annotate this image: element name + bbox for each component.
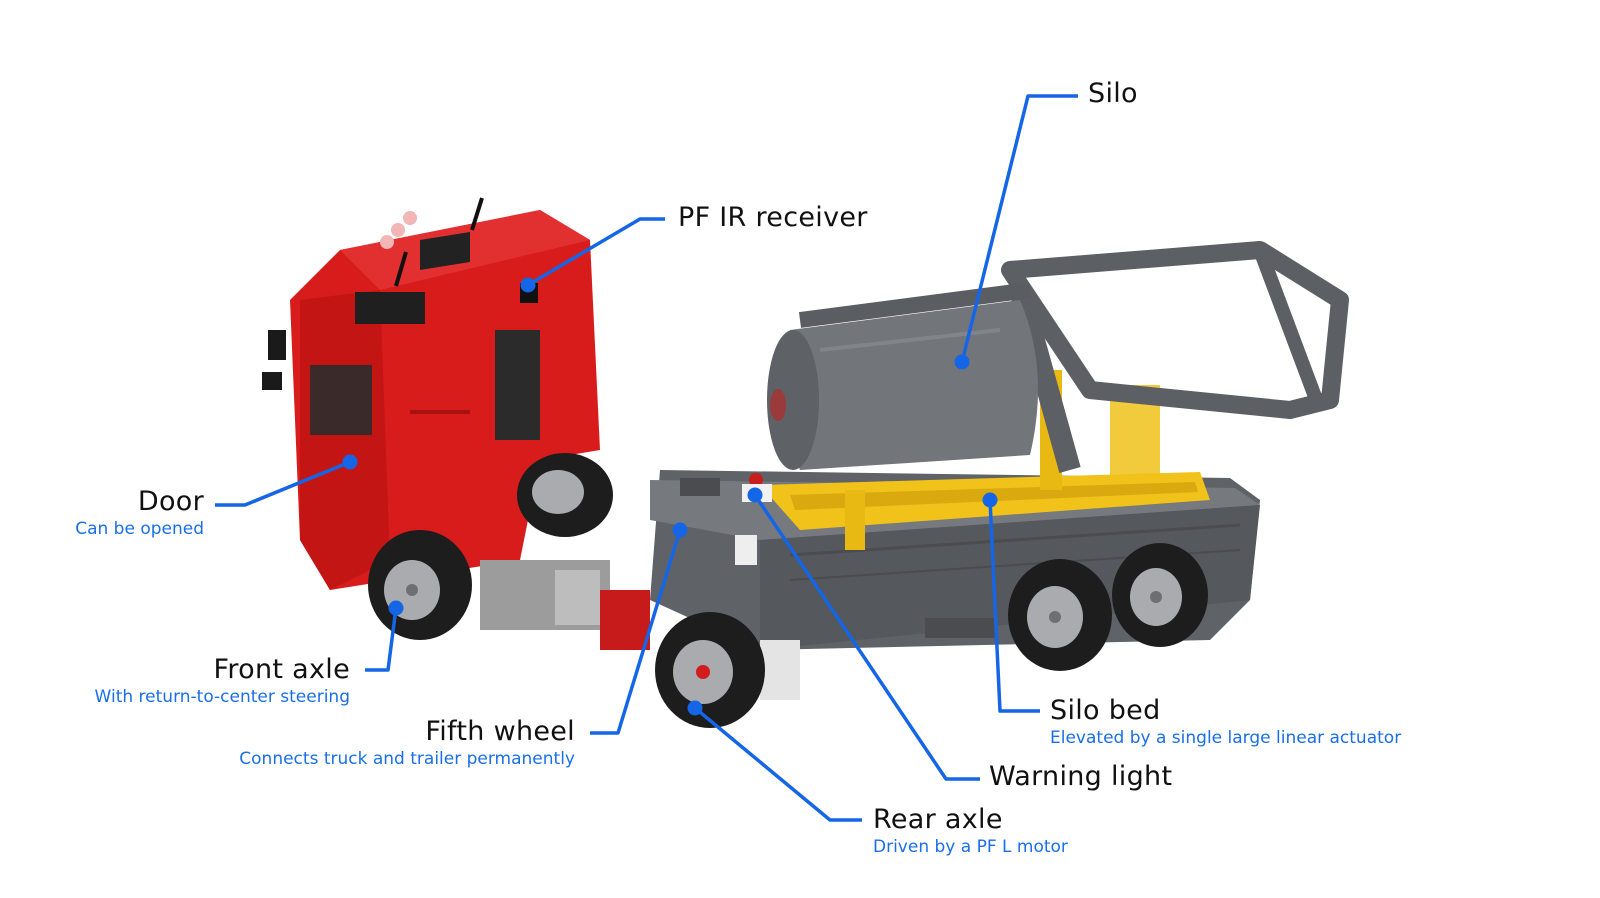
callout-subtitle: Elevated by a single large linear actuat… [1050, 728, 1402, 748]
callout-title: PF IR receiver [678, 202, 868, 233]
callout-fifth-wheel: Fifth wheel Connects truck and trailer p… [239, 716, 575, 769]
callout-silo-bed: Silo bed Elevated by a single large line… [1050, 695, 1401, 748]
leader-pf-ir [527, 217, 665, 287]
tractor-frame [480, 473, 800, 700]
leader-door [215, 460, 351, 507]
wheel-spare [517, 453, 613, 537]
callout-title: Door [137, 486, 204, 517]
wheel-front [368, 530, 472, 640]
callout-title: Warning light [989, 761, 1173, 792]
dot-rear-axle [687, 700, 703, 716]
wheel-trailer-2 [1112, 543, 1208, 647]
callout-title: Rear axle [873, 804, 1003, 835]
silo-frame [1001, 241, 1349, 473]
callout-door: Door Can be opened [75, 486, 204, 539]
leader-silo [960, 94, 1078, 363]
callout-title: Fifth wheel [425, 716, 575, 747]
leader-lines [215, 94, 1078, 822]
wheels [368, 453, 1208, 728]
callout-front-axle: Front axle With return-to-center steerin… [95, 654, 350, 707]
callout-title: Silo bed [1050, 695, 1161, 726]
callout-subtitle: Connects truck and trailer permanently [239, 749, 575, 769]
leader-rear-axle [693, 706, 862, 822]
dot-silo [954, 354, 970, 370]
dot-warning-light [747, 487, 763, 503]
callout-title: Silo [1088, 78, 1138, 109]
dot-door [342, 454, 358, 470]
silo-tank [767, 282, 1038, 470]
wheel-rear [655, 612, 765, 728]
dot-pf-ir [520, 277, 536, 293]
leader-warning-light [753, 494, 980, 781]
callout-title: Front axle [213, 654, 350, 685]
leader-dots [342, 277, 998, 716]
callout-subtitle: With return-to-center steering [94, 687, 350, 707]
callout-subtitle: Driven by a PF L motor [873, 837, 1068, 857]
dot-silo-bed [982, 492, 998, 508]
wheel-trailer-1 [1008, 559, 1112, 671]
leader-fifth-wheel [590, 529, 682, 735]
callout-rear-axle: Rear axle Driven by a PF L motor [873, 804, 1068, 857]
callout-warning-light: Warning light [989, 761, 1172, 792]
callout-silo: Silo [1088, 78, 1138, 109]
callout-pf-ir-receiver: PF IR receiver [678, 202, 868, 233]
callout-subtitle: Can be opened [75, 519, 204, 539]
leader-silo-bed [988, 499, 1040, 713]
dot-fifth-wheel [672, 522, 688, 538]
leader-front-axle [365, 607, 398, 672]
dot-front-axle [388, 600, 404, 616]
